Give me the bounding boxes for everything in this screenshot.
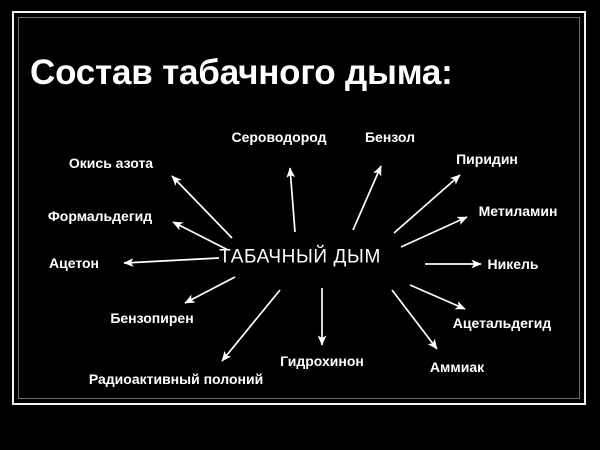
arrow-to-5 (400, 216, 468, 248)
diagram-node-label: Ацетальдегид (452, 315, 552, 331)
diagram-node-label: Никель (487, 256, 539, 272)
diagram-node-label: Метиламин (478, 203, 558, 219)
arrow-to-3 (393, 174, 461, 234)
arrow-to-12 (221, 289, 281, 362)
arrow-to-0 (286, 167, 296, 233)
diagram-node-label: Гидрохинон (280, 353, 364, 369)
diagram-node-label: Пиридин (456, 151, 518, 167)
diagram-node-label: Радиоактивный полоний (88, 371, 264, 387)
diagram-node-label: Сероводород (231, 129, 327, 145)
page-title: Состав табачного дыма: (30, 53, 453, 92)
arrow-to-6 (123, 257, 220, 267)
diagram-center-node: ТАБАЧНЫЙ ДЫМ (219, 246, 381, 268)
diagram-node-label: Бензопирен (110, 310, 194, 326)
arrow-to-11 (391, 289, 438, 350)
arrow-to-9 (409, 284, 466, 310)
arrow-to-1 (352, 165, 382, 231)
arrow-to-2 (171, 175, 233, 239)
diagram-node-label: Формальдегид (47, 208, 153, 224)
diagram-node-label: Аммиак (429, 359, 485, 375)
diagram-node-label: Окись азота (68, 155, 154, 171)
diagram-node-label: Ацетон (49, 255, 99, 271)
diagram-node-label: Бензол (364, 129, 416, 145)
arrow-to-8 (184, 276, 236, 304)
